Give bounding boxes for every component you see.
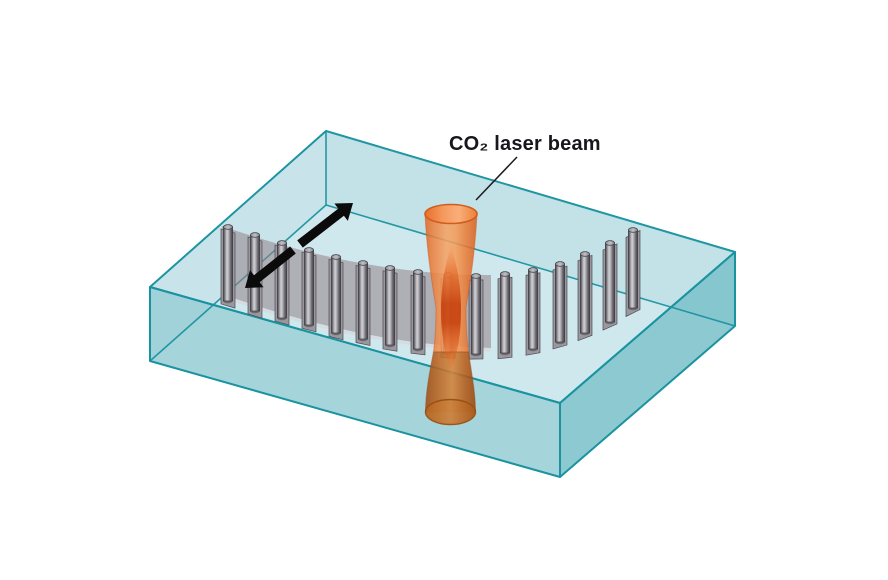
laser-beam-focus — [441, 246, 461, 374]
co2-laser-beam-label: CO₂ laser beam — [449, 133, 601, 155]
motion-arrow-up-right — [297, 203, 353, 248]
pillar-top-cap — [499, 271, 510, 277]
pillar-top-cap — [580, 251, 591, 257]
label-leader-line — [475, 156, 518, 201]
pillar-top-cap — [222, 224, 233, 230]
pillar — [328, 254, 344, 341]
laser-beam — [424, 203, 478, 426]
pillar-body — [358, 262, 368, 340]
pillar-body — [500, 273, 510, 354]
pillar — [602, 240, 618, 331]
pillar-body — [223, 226, 233, 302]
pillar — [552, 261, 568, 350]
laser-beam-top-ellipse — [424, 203, 478, 225]
laser-beam-bottom-ellipse — [424, 398, 477, 426]
pillar-top-cap — [412, 269, 423, 275]
pillar-top-cap — [528, 267, 539, 273]
pillar-body — [471, 275, 481, 355]
pillar-body — [580, 253, 590, 334]
pillar — [625, 227, 641, 318]
pillar — [220, 224, 236, 309]
pillar-top-cap — [357, 260, 368, 266]
pillar — [577, 251, 593, 342]
pillar-top-cap — [249, 232, 260, 238]
pillar-body — [605, 242, 615, 323]
pillar-body — [385, 267, 395, 346]
pillar — [382, 265, 398, 352]
pillar-top-cap — [470, 273, 481, 279]
substrate-back-bottom-right-edge — [325, 204, 736, 327]
pillar-body — [304, 249, 314, 326]
motion-arrow-down-left — [245, 246, 296, 288]
pillar — [355, 260, 371, 346]
pillar-body — [628, 229, 638, 309]
pillar — [301, 247, 317, 333]
pillar — [497, 271, 513, 360]
pillar-top-cap — [330, 254, 341, 260]
pillar-body — [555, 263, 565, 343]
pillar-array — [220, 224, 641, 360]
pillar — [525, 267, 541, 356]
pillar-top-cap — [605, 240, 616, 246]
pillar-top-cap — [628, 227, 639, 233]
pillar-top-cap — [384, 265, 395, 271]
pillar-body — [331, 256, 341, 334]
motion-arrows — [245, 203, 353, 288]
pillar-body — [528, 269, 538, 350]
pillar-top-cap — [303, 247, 314, 253]
pillar-body — [413, 271, 423, 350]
pillar — [247, 232, 263, 319]
pillar-top-cap — [276, 240, 287, 246]
pillar-top-cap — [555, 261, 566, 267]
pillar — [410, 269, 426, 356]
pillar — [468, 273, 484, 360]
